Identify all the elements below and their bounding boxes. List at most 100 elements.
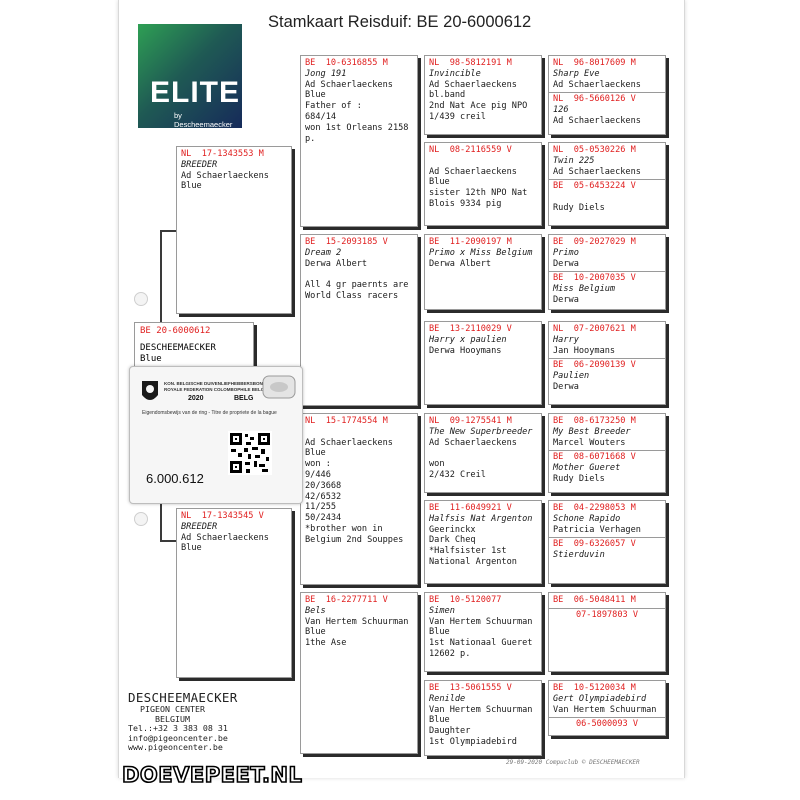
pigeon-detail: 1st Olympiadebird — [429, 736, 517, 747]
pigeon-name: Primo x Miss Belgium — [429, 247, 533, 258]
pigeon-name: Sharp Eve — [553, 68, 600, 79]
print-info: 29-09-2020 Compuclub © DESCHEEMAECKER — [506, 759, 640, 766]
pigeon-name: Dream 2 — [305, 247, 342, 258]
breeder-name: DESCHEEMAECKER — [128, 690, 238, 705]
pigeon-detail: Blue — [429, 177, 450, 188]
ownership-note: Eigendomsbewijs van de ring - Titre de p… — [142, 410, 277, 416]
pigeon-detail: bl.band — [429, 90, 466, 101]
ring-number: BE 09-2027029 M — [553, 237, 636, 247]
pigeon-detail: Van Hertem Schuurman — [429, 704, 533, 715]
ring-number: NL 96-8017609 M — [553, 58, 636, 68]
ring-number: BE 10-2007035 V — [553, 273, 636, 284]
pigeon-detail: Blue — [305, 627, 326, 638]
pigeon-detail: Blue — [429, 715, 450, 726]
pigeon-name: Renilde — [429, 693, 466, 704]
pigeon-name: Harry — [553, 334, 579, 345]
ring-number: BE 04-2298053 M — [553, 503, 636, 513]
pigeon-detail: won : — [305, 459, 331, 470]
ring-number: NL 17-1343545 V — [181, 511, 264, 521]
pigeon-detail: Ad Schaerlaeckens — [429, 166, 517, 177]
pigeon-name: The New Superbreeder — [429, 426, 533, 437]
pigeon-detail: 1the Ase — [305, 638, 347, 649]
ring-number: BE 08-6071668 V — [553, 452, 636, 463]
ring-number: BE 10-6316855 M — [305, 58, 388, 68]
pigeon-detail: Van Hertem Schuurman — [429, 616, 533, 627]
ring-number: 07-1897803 V — [575, 609, 639, 620]
ring-number: NL 08-2116559 V — [429, 145, 512, 155]
federation-seal-icon — [142, 381, 158, 400]
pigeon-name: Gert Olympiadebird — [553, 693, 647, 704]
pigeon-name: Halfsis Nat Argenton — [429, 513, 533, 524]
pigeon-name: BREEDER — [181, 159, 218, 170]
pigeon-name: Schone Rapido — [553, 513, 621, 524]
ring-number: NL 07-2007621 M — [553, 324, 636, 334]
pigeon-detail: Blue — [305, 448, 326, 459]
ring-number: BE 06-2090139 V — [553, 360, 636, 371]
ring-number: NL 09-1275541 M — [429, 416, 512, 426]
ring-number: BE 11-6049921 V — [429, 503, 512, 513]
pigeon-detail — [305, 427, 413, 438]
pigeon-detail: Patricia Verhagen — [553, 524, 641, 535]
pigeon-detail: Ad Schaerlaeckens — [305, 437, 393, 448]
pigeon-detail — [305, 269, 413, 280]
pigeon-name: Simen — [429, 605, 455, 616]
pigeon-detail: Blois 9334 pig — [429, 198, 502, 209]
pigeon-detail: 2nd Nat Ace pig NPO — [429, 101, 528, 112]
pigeon-detail — [429, 156, 537, 167]
ring-year: 2020 — [188, 395, 204, 402]
federation-name-fr: ROYALE FEDERATION COLOMBOPHILE BELGE — [164, 387, 268, 392]
pigeon-detail: *Halfsister 1st — [429, 546, 507, 557]
pigeon-detail — [429, 448, 537, 459]
pigeon-name: My Best Breeder — [553, 426, 631, 437]
pigeon-detail: won 1st Orleans 2158 — [305, 122, 409, 133]
ring-number: NL 05-0530226 M — [553, 145, 636, 155]
connector-line — [160, 230, 178, 232]
pigeon-detail: Ad Schaerlaeckens — [553, 79, 641, 90]
pigeon-detail: Derwa — [553, 381, 579, 392]
binder-hole — [134, 292, 148, 306]
pigeon-detail: 684/14 — [305, 111, 337, 122]
gen4-dam: 07-1897803 V — [549, 607, 665, 621]
pigeon-detail: Ad Schaerlaeckens — [553, 115, 641, 126]
pigeon-name: Bels — [305, 605, 326, 616]
pigeon-name: Paulien — [553, 371, 590, 382]
subject-owner: DESCHEEMAECKER — [140, 343, 216, 353]
elite-logo: ELITE by Descheemaecker — [138, 24, 242, 129]
breeder-footer: DESCHEEMAECKER PIGEON CENTER BELGIUM Tel… — [128, 690, 238, 753]
footer-line: info@pigeoncenter.be — [128, 732, 228, 743]
pigeon-name: Miss Belgium — [553, 284, 616, 295]
ring-number: BE 08-6173250 M — [553, 416, 636, 426]
pigeon-name: 126 — [553, 105, 569, 116]
pigeon-detail: Derwa Albert — [305, 258, 368, 269]
pigeon-detail: Ad Schaerlaeckens — [553, 166, 641, 177]
pigeon-detail: Geerinckx — [429, 524, 476, 535]
logo-subtitle: by Descheemaecker — [174, 111, 233, 129]
subject-ring: BE 20-6000612 — [140, 326, 211, 336]
subject-color: Blue — [140, 354, 162, 364]
ring-number: NL 96-5660126 V — [553, 94, 636, 105]
ring-country: BELG — [234, 395, 254, 402]
pigeon-name: Mother Gueret — [553, 463, 621, 474]
pigeon-detail: 1st Nationaal Gueret — [429, 638, 533, 649]
